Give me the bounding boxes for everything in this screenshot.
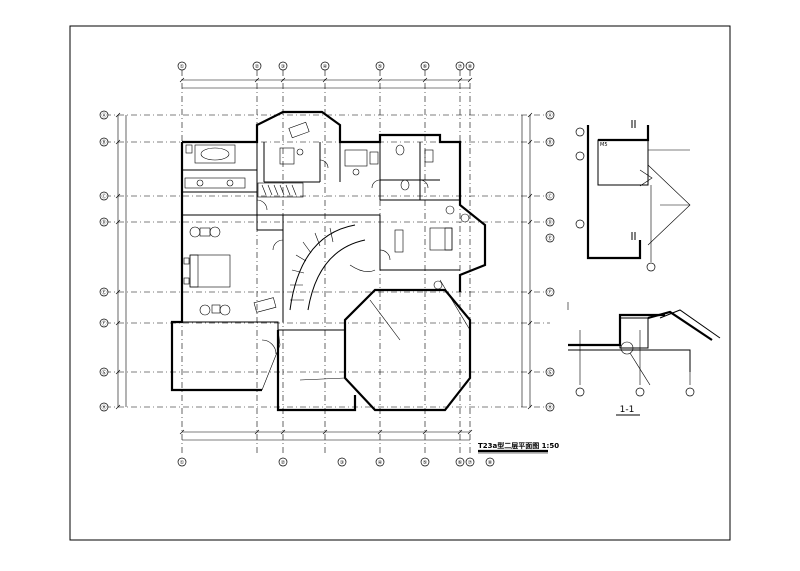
- axis-bubbles-right: Ⓐ Ⓑ Ⓒ Ⓓ Ⓔ Ⓕ Ⓖ Ⓗ: [545, 110, 555, 412]
- closet-rack: [261, 184, 297, 196]
- axis-bubbles-top: ① ② ③ ④ ⑤ ⑥ ⑦ ⑧: [177, 61, 475, 71]
- svg-text:②: ②: [255, 64, 260, 70]
- svg-text:⑧: ⑧: [488, 460, 493, 466]
- svg-text:④: ④: [378, 460, 383, 466]
- office-desk: [344, 149, 368, 167]
- bathtub: [194, 144, 236, 164]
- svg-text:Ⓓ: Ⓓ: [101, 219, 106, 226]
- svg-text:Ⓖ: Ⓖ: [547, 369, 552, 376]
- svg-text:③: ③: [281, 64, 285, 70]
- toilet: [395, 144, 405, 156]
- axis-grid: [105, 70, 550, 455]
- svg-text:⑥: ⑥: [458, 460, 463, 466]
- master-bed: [189, 254, 231, 288]
- sheet-border: [69, 25, 731, 541]
- curved-staircase: [289, 224, 376, 311]
- furniture: [183, 121, 470, 316]
- svg-text:Ⓗ: Ⓗ: [547, 404, 552, 411]
- drawing-title-block: T23a型二层平面图 1:50: [478, 441, 559, 454]
- svg-text:Ⓕ: Ⓕ: [547, 289, 552, 296]
- svg-text:Ⓕ: Ⓕ: [101, 320, 106, 327]
- svg-text:⑦: ⑦: [458, 64, 463, 70]
- svg-text:Ⓒ: Ⓒ: [547, 193, 552, 200]
- svg-text:Ⓐ: Ⓐ: [101, 112, 106, 119]
- bracket-label: M5: [600, 142, 608, 148]
- svg-text:①: ①: [180, 460, 185, 466]
- section-label: 1-1: [620, 405, 635, 415]
- svg-text:①: ①: [180, 64, 185, 70]
- octagon-hall: [343, 288, 472, 412]
- svg-text:Ⓖ: Ⓖ: [101, 369, 106, 376]
- detail-section: 1-1: [567, 302, 721, 416]
- leader-lines: [230, 279, 471, 391]
- svg-text:③: ③: [340, 460, 344, 466]
- svg-text:⑤: ⑤: [378, 64, 382, 70]
- svg-text:Ⓓ: Ⓓ: [547, 219, 552, 226]
- vanity: [184, 177, 246, 189]
- door-swings: [256, 159, 429, 355]
- desk: [288, 121, 310, 139]
- svg-text:Ⓑ: Ⓑ: [547, 139, 552, 146]
- dimension-lines: [115, 77, 533, 441]
- axis-bubbles-bottom: ① ② ③ ④ ⑤ ⑥ ⑦ ⑧: [177, 457, 495, 467]
- svg-text:⑧: ⑧: [468, 64, 473, 70]
- svg-text:Ⓑ: Ⓑ: [101, 139, 106, 146]
- svg-text:Ⓒ: Ⓒ: [101, 193, 106, 200]
- detail-bracket: M5: [575, 120, 691, 272]
- svg-text:⑥: ⑥: [423, 64, 428, 70]
- guest-bed: [429, 227, 453, 251]
- svg-text:Ⓗ: Ⓗ: [101, 404, 106, 411]
- svg-text:④: ④: [323, 64, 328, 70]
- interior-walls: [182, 142, 460, 322]
- drawing-title: T23a型二层平面图 1:50: [478, 441, 559, 450]
- svg-text:Ⓐ: Ⓐ: [547, 112, 552, 119]
- svg-text:Ⓔ: Ⓔ: [547, 235, 552, 242]
- svg-text:Ⓔ: Ⓔ: [101, 289, 106, 296]
- svg-text:②: ②: [281, 460, 286, 466]
- axis-bubbles-left: Ⓐ Ⓑ Ⓒ Ⓓ Ⓔ Ⓕ Ⓖ Ⓗ: [99, 110, 109, 412]
- exterior-walls: [170, 110, 487, 412]
- svg-text:⑦: ⑦: [468, 460, 473, 466]
- svg-text:⑤: ⑤: [423, 460, 427, 466]
